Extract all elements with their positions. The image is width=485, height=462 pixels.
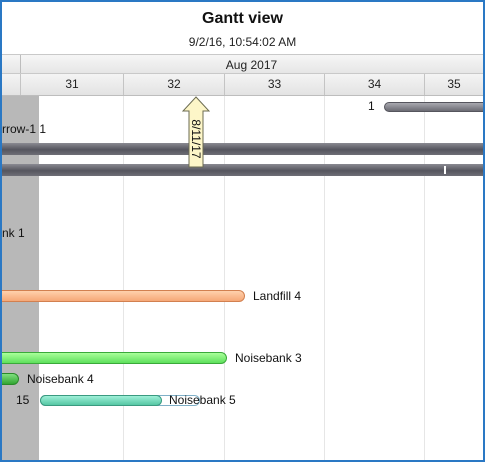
week-cell-partial <box>2 74 20 95</box>
gantt-bar-noisebank3[interactable] <box>2 352 227 364</box>
task-label-row2: rrow-1 1 <box>2 122 47 136</box>
up-arrow-icon <box>181 96 211 168</box>
gantt-chart-area: 1 rrow-1 1 nk 1 Landfill 4 Noisebank 3 N… <box>2 96 483 460</box>
gridline <box>324 96 325 460</box>
gantt-bar-noisebank5[interactable] <box>40 395 162 406</box>
task-label-landfill: Landfill 4 <box>253 289 302 303</box>
task-label-noisebank3: Noisebank 3 <box>235 351 302 365</box>
gridline <box>123 96 124 460</box>
timeline-week-row: 31 32 33 34 35 <box>2 74 483 96</box>
week-cell-35[interactable]: 35 <box>424 74 483 95</box>
week-cell-33[interactable]: 33 <box>224 74 324 95</box>
chart-header: Gantt view 9/2/16, 10:54:02 AM <box>2 2 483 54</box>
gantt-bar-landfill[interactable] <box>2 290 245 302</box>
timestamp-label: 9/2/16, 10:54:02 AM <box>188 35 297 49</box>
task-label-row3: nk 1 <box>2 226 25 240</box>
date-marker[interactable]: 8/11/17 <box>181 96 211 168</box>
gridline <box>224 96 225 460</box>
month-label: Aug 2017 <box>225 58 278 72</box>
task-count-label: 1 <box>368 99 375 113</box>
week-cell-32[interactable]: 32 <box>123 74 224 95</box>
date-marker-text-wrap: 8/11/17 <box>189 112 203 166</box>
page-title: Gantt view <box>202 10 283 27</box>
task-count-label: 15 <box>16 393 30 407</box>
month-divider <box>20 55 21 73</box>
progress-tick <box>444 166 446 174</box>
non-working-shade <box>2 96 39 460</box>
gantt-bar-noisebank4[interactable] <box>2 373 19 385</box>
task-label-noisebank5: Noisebank 5 <box>169 393 236 407</box>
task-label-noisebank4: Noisebank 4 <box>27 372 94 386</box>
gridline <box>424 96 425 460</box>
week-cell-34[interactable]: 34 <box>324 74 424 95</box>
date-marker-label: 8/11/17 <box>189 119 203 159</box>
timeline-month-row: Aug 2017 <box>2 54 483 74</box>
summary-bar-1[interactable] <box>2 143 483 155</box>
week-cell-31[interactable]: 31 <box>20 74 123 95</box>
gantt-bar-row1[interactable] <box>384 102 483 112</box>
summary-bar-2[interactable] <box>2 164 483 176</box>
